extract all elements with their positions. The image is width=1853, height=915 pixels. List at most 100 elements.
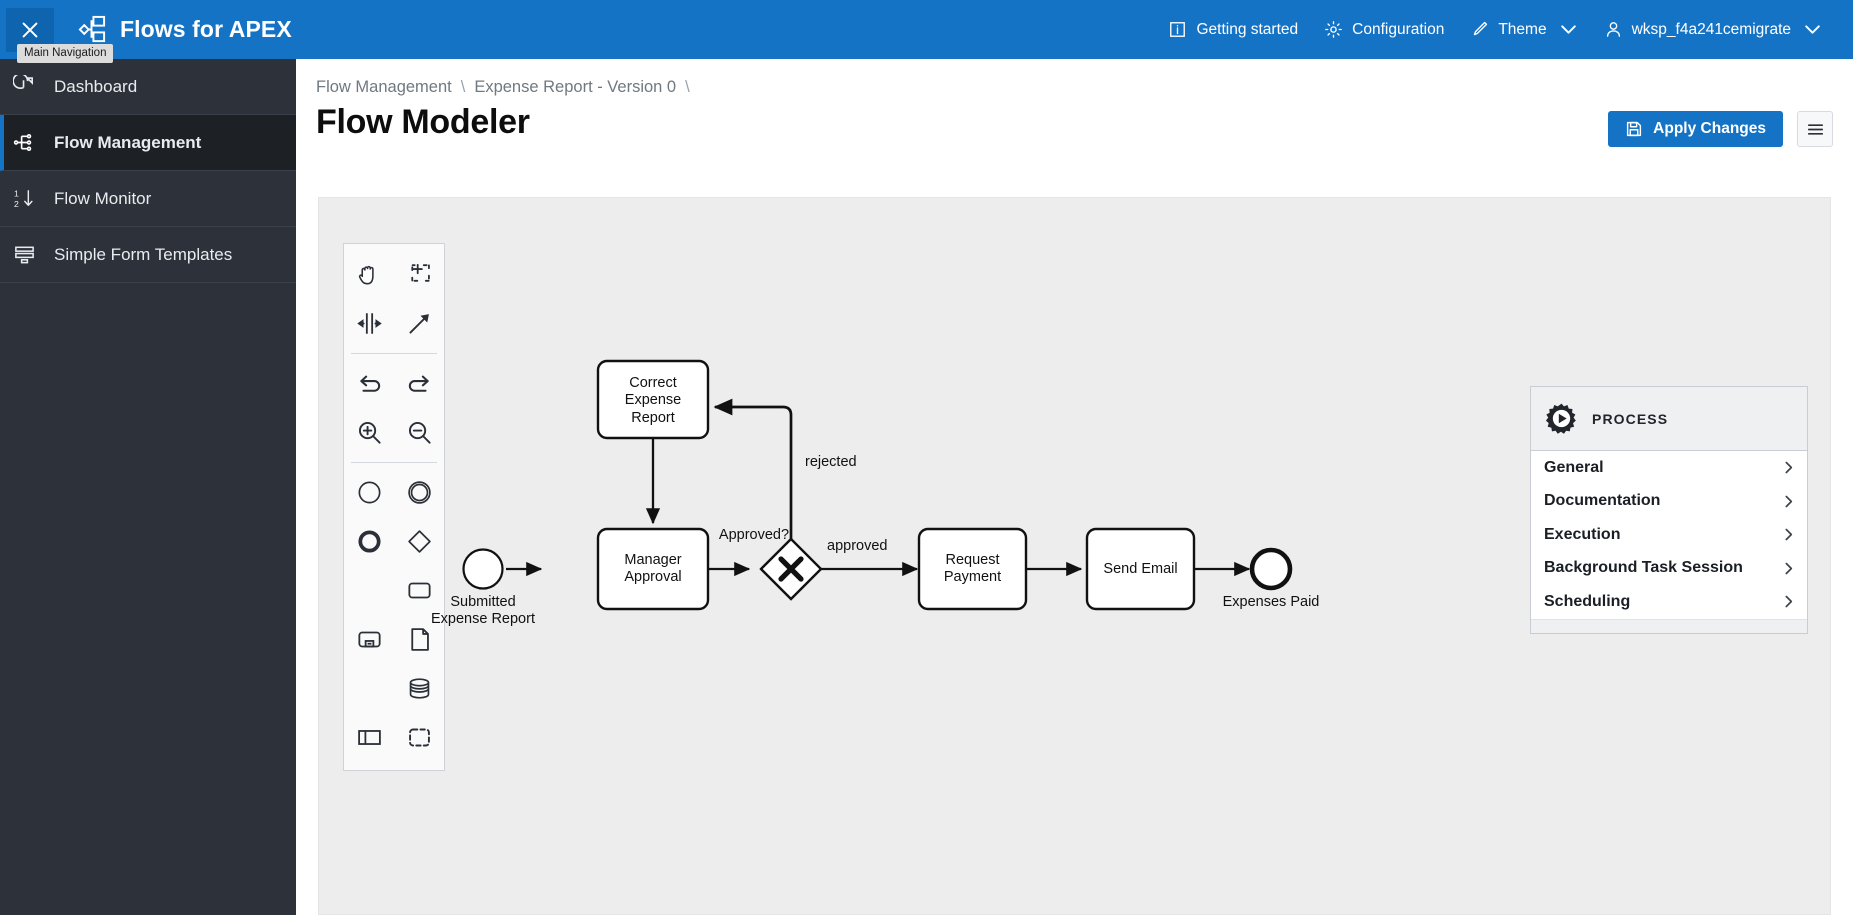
zoom-in-icon[interactable]: [344, 408, 394, 457]
sidebar-label-flow-management: Flow Management: [54, 132, 202, 152]
svg-text:2: 2: [14, 199, 19, 209]
bpmn-task-request-payment[interactable]: [917, 527, 1028, 611]
bpmn-label-end-event: Expenses Paid: [1222, 594, 1320, 610]
apply-changes-button[interactable]: Apply Changes: [1608, 111, 1783, 147]
properties-label-general: General: [1544, 458, 1604, 476]
palette-row: [344, 664, 444, 713]
user-name-label: wksp_f4a241cemigrate: [1631, 20, 1791, 38]
chevron-down-icon: [1560, 25, 1576, 34]
properties-label-scheduling: Scheduling: [1544, 592, 1631, 610]
undo-icon[interactable]: [344, 359, 394, 408]
configuration-label: Configuration: [1352, 20, 1445, 38]
intermediate-event-icon[interactable]: [394, 468, 444, 517]
hamburger-menu-icon: [1807, 123, 1823, 135]
bpmn-label-correct-expense-report: Correct Expense Report: [624, 375, 682, 426]
configuration-link[interactable]: Configuration: [1311, 12, 1457, 47]
start-event-icon[interactable]: [344, 468, 394, 517]
palette-row: [344, 615, 444, 664]
redo-icon[interactable]: [394, 359, 444, 408]
bpmn-modeler-canvas[interactable]: Correct Expense Report Manager Approval …: [318, 197, 1831, 915]
sidebar-item-flow-monitor[interactable]: 1 2 Flow Monitor: [0, 171, 296, 227]
bpmn-end-event[interactable]: [1249, 547, 1293, 591]
sidebar-item-flow-management[interactable]: Flow Management: [0, 115, 296, 171]
form-rows-icon: [11, 243, 38, 266]
end-event-icon[interactable]: [344, 517, 394, 566]
options-menu-button[interactable]: [1797, 111, 1833, 147]
chevron-right-icon: [1781, 594, 1796, 609]
bpmn-label-send-email: Send Email: [1103, 561, 1178, 577]
bpmn-label-request-payment: Request Payment: [943, 552, 1002, 586]
palette-row: [344, 468, 444, 517]
app-title: Flows for APEX: [120, 16, 292, 42]
properties-label-documentation: Documentation: [1544, 492, 1661, 510]
properties-label-background-task-session: Background Task Session: [1544, 559, 1743, 577]
sidebar-item-dashboard[interactable]: Dashboard: [0, 59, 296, 115]
page-title: Flow Modeler: [316, 103, 530, 141]
properties-row-background-task-session[interactable]: Background Task Session: [1531, 552, 1807, 586]
breadcrumb-separator-2: \: [685, 78, 690, 96]
breadcrumb-item-flow-management[interactable]: Flow Management: [316, 78, 452, 96]
bpmn-task-correct-expense-report[interactable]: [596, 359, 710, 440]
properties-panel-header: PROCESS: [1531, 387, 1807, 451]
bpmn-label-flow-rejected: rejected: [805, 454, 857, 470]
data-store-icon[interactable]: [394, 664, 444, 713]
theme-menu[interactable]: Theme: [1457, 12, 1590, 47]
bpmn-start-event[interactable]: [462, 548, 504, 590]
main-navigation-sidebar: Dashboard Flow Management 1 2 Flow Monit…: [0, 59, 296, 915]
properties-panel-title: PROCESS: [1592, 410, 1669, 427]
top-header-bar: Flows for APEX Getting started Configura…: [0, 0, 1853, 59]
flow-gateway-rejected-to-correct[interactable]: [713, 398, 793, 569]
sidebar-empty-area: [0, 283, 296, 915]
apply-changes-label: Apply Changes: [1653, 120, 1766, 137]
pie-chart-icon: [11, 75, 38, 98]
close-icon: [22, 22, 38, 37]
palette-row: [344, 359, 444, 408]
subprocess-icon[interactable]: [344, 615, 394, 664]
sidebar-label-dashboard: Dashboard: [54, 76, 138, 96]
properties-panel: PROCESS General Documentation Execution: [1530, 386, 1808, 634]
bpmn-task-manager-approval[interactable]: [596, 527, 710, 611]
bpmn-label-start-event: Submitted Expense Report: [431, 594, 535, 628]
exclusive-gateway-icon[interactable]: [394, 517, 444, 566]
space-tool-icon[interactable]: [344, 299, 394, 348]
properties-row-execution[interactable]: Execution: [1531, 518, 1807, 552]
palette-separator: [351, 462, 437, 463]
bpmn-label-manager-approval: Manager Approval: [624, 552, 682, 586]
bpmn-task-send-email[interactable]: [1085, 527, 1196, 611]
palette-row: [344, 517, 444, 566]
gear-icon: [1325, 21, 1342, 38]
properties-row-general[interactable]: General: [1531, 451, 1807, 485]
connect-tool-icon[interactable]: [394, 299, 444, 348]
bpmn-palette: [343, 243, 445, 771]
theme-label: Theme: [1498, 20, 1547, 38]
palette-row: [344, 299, 444, 348]
user-menu[interactable]: wksp_f4a241cemigrate: [1591, 12, 1835, 47]
properties-label-execution: Execution: [1544, 525, 1621, 543]
properties-row-scheduling[interactable]: Scheduling: [1531, 585, 1807, 619]
brand: Flows for APEX: [76, 14, 292, 45]
data-object-icon[interactable]: [394, 615, 444, 664]
main-navigation-tooltip: Main Navigation: [17, 44, 114, 63]
brush-icon: [1474, 21, 1488, 36]
chevron-down-icon: [1805, 25, 1820, 34]
breadcrumb: Flow Management \ Expense Report - Versi…: [316, 78, 690, 97]
getting-started-link[interactable]: Getting started: [1155, 12, 1311, 47]
properties-row-documentation[interactable]: Documentation: [1531, 485, 1807, 519]
flow-tree-icon: [11, 131, 38, 154]
process-gear-icon: [1545, 403, 1576, 434]
getting-started-label: Getting started: [1196, 20, 1299, 38]
sidebar-label-simple-form-templates: Simple Form Templates: [54, 244, 233, 264]
hand-tool-icon[interactable]: [344, 250, 394, 299]
chevron-right-icon: [1781, 494, 1796, 509]
group-icon[interactable]: [394, 713, 444, 762]
sidebar-item-simple-form-templates[interactable]: Simple Form Templates: [0, 227, 296, 283]
zoom-out-icon[interactable]: [394, 408, 444, 457]
chevron-right-icon: [1781, 460, 1796, 475]
task-icon[interactable]: [394, 566, 444, 615]
flows-logo-icon: [76, 14, 107, 45]
breadcrumb-item-expense-report[interactable]: Expense Report - Version 0: [474, 78, 677, 96]
user-icon: [1606, 22, 1620, 37]
save-icon: [1627, 121, 1642, 137]
lasso-select-icon[interactable]: [394, 250, 444, 299]
participant-pool-icon[interactable]: [344, 713, 394, 762]
